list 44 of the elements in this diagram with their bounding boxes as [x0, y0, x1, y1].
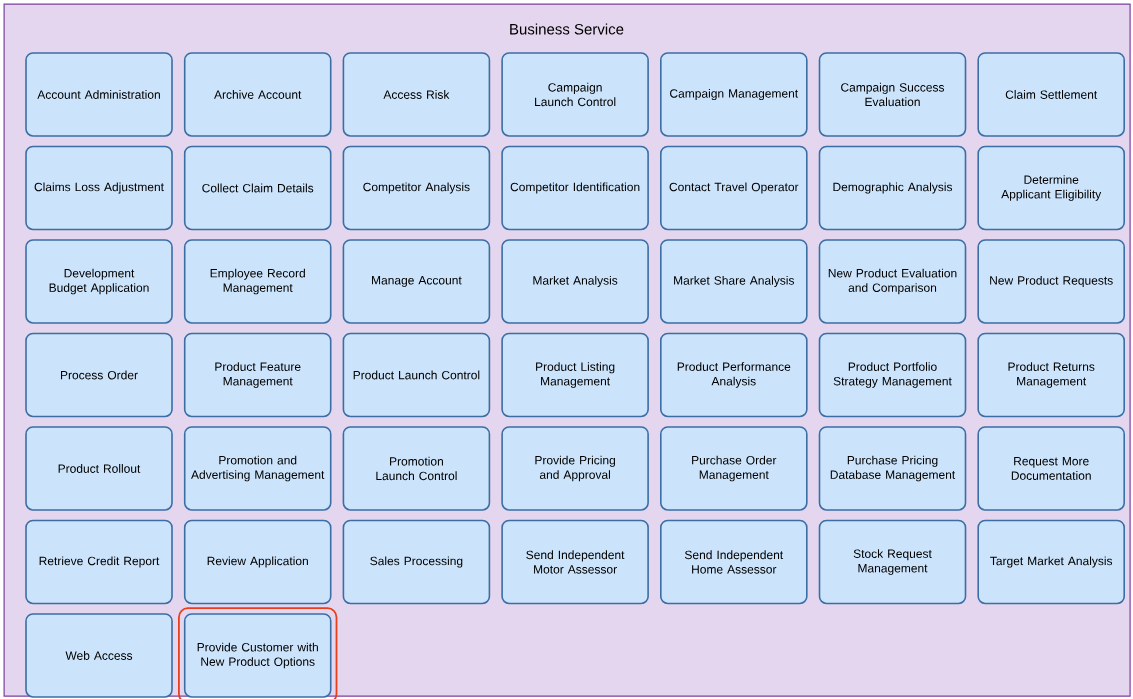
service-box: Account Administration: [25, 52, 173, 137]
service-box: Contact Travel Operator: [660, 145, 808, 231]
service-box: Send Independent Motor Assessor: [501, 519, 649, 605]
service-box: Product Portfolio Strategy Management: [818, 332, 967, 418]
service-box: Provide Customer with New Product Options: [183, 613, 332, 698]
service-box: Market Analysis: [501, 239, 649, 324]
service-box: Product Returns Management: [977, 332, 1125, 418]
service-box: Development Budget Application: [25, 239, 173, 324]
service-box: Product Feature Management: [183, 332, 332, 418]
service-box: New Product Evaluation and Comparison: [818, 239, 967, 324]
service-box: Retrieve Credit Report: [25, 519, 173, 605]
service-box: Product Performance Analysis: [660, 332, 808, 418]
service-box: Target Market Analysis: [977, 519, 1125, 605]
service-box: Access Risk: [342, 52, 491, 137]
service-box: Review Application: [183, 519, 332, 605]
service-box: Request More Documentation: [977, 426, 1125, 511]
service-box: Promotion Launch Control: [342, 426, 491, 511]
service-box: Archive Account: [183, 52, 332, 137]
service-box: Stock Request Management: [818, 519, 967, 605]
service-box: Promotion and Advertising Management: [183, 426, 332, 511]
service-box: Market Share Analysis: [660, 239, 808, 324]
service-box: Competitor Analysis: [342, 145, 491, 231]
service-box: Demographic Analysis: [818, 145, 967, 231]
service-box: Purchase Order Management: [660, 426, 808, 511]
service-box: Claims Loss Adjustment: [25, 145, 173, 231]
service-box: Campaign Success Evaluation: [818, 52, 967, 137]
service-box: Determine Applicant Eligibility: [977, 145, 1125, 231]
service-box: Manage Account: [342, 239, 491, 324]
service-box: Purchase Pricing Database Management: [818, 426, 967, 511]
service-box: Product Listing Management: [501, 332, 649, 418]
service-box: Campaign Launch Control: [501, 52, 649, 137]
service-box: Process Order: [25, 332, 173, 418]
service-box: Claim Settlement: [977, 52, 1125, 137]
service-box: Employee Record Management: [183, 239, 332, 324]
service-box: Product Rollout: [25, 426, 173, 511]
service-box: Campaign Management: [660, 52, 808, 137]
service-box: Collect Claim Details: [183, 145, 332, 231]
service-box: Sales Processing: [342, 519, 491, 605]
service-box: Provide Pricing and Approval: [501, 426, 649, 511]
service-box: Send Independent Home Assessor: [660, 519, 808, 605]
service-box: Competitor Identification: [501, 145, 649, 231]
service-box: Web Access: [25, 613, 173, 698]
service-box: New Product Requests: [977, 239, 1125, 324]
service-box: Product Launch Control: [342, 332, 491, 418]
